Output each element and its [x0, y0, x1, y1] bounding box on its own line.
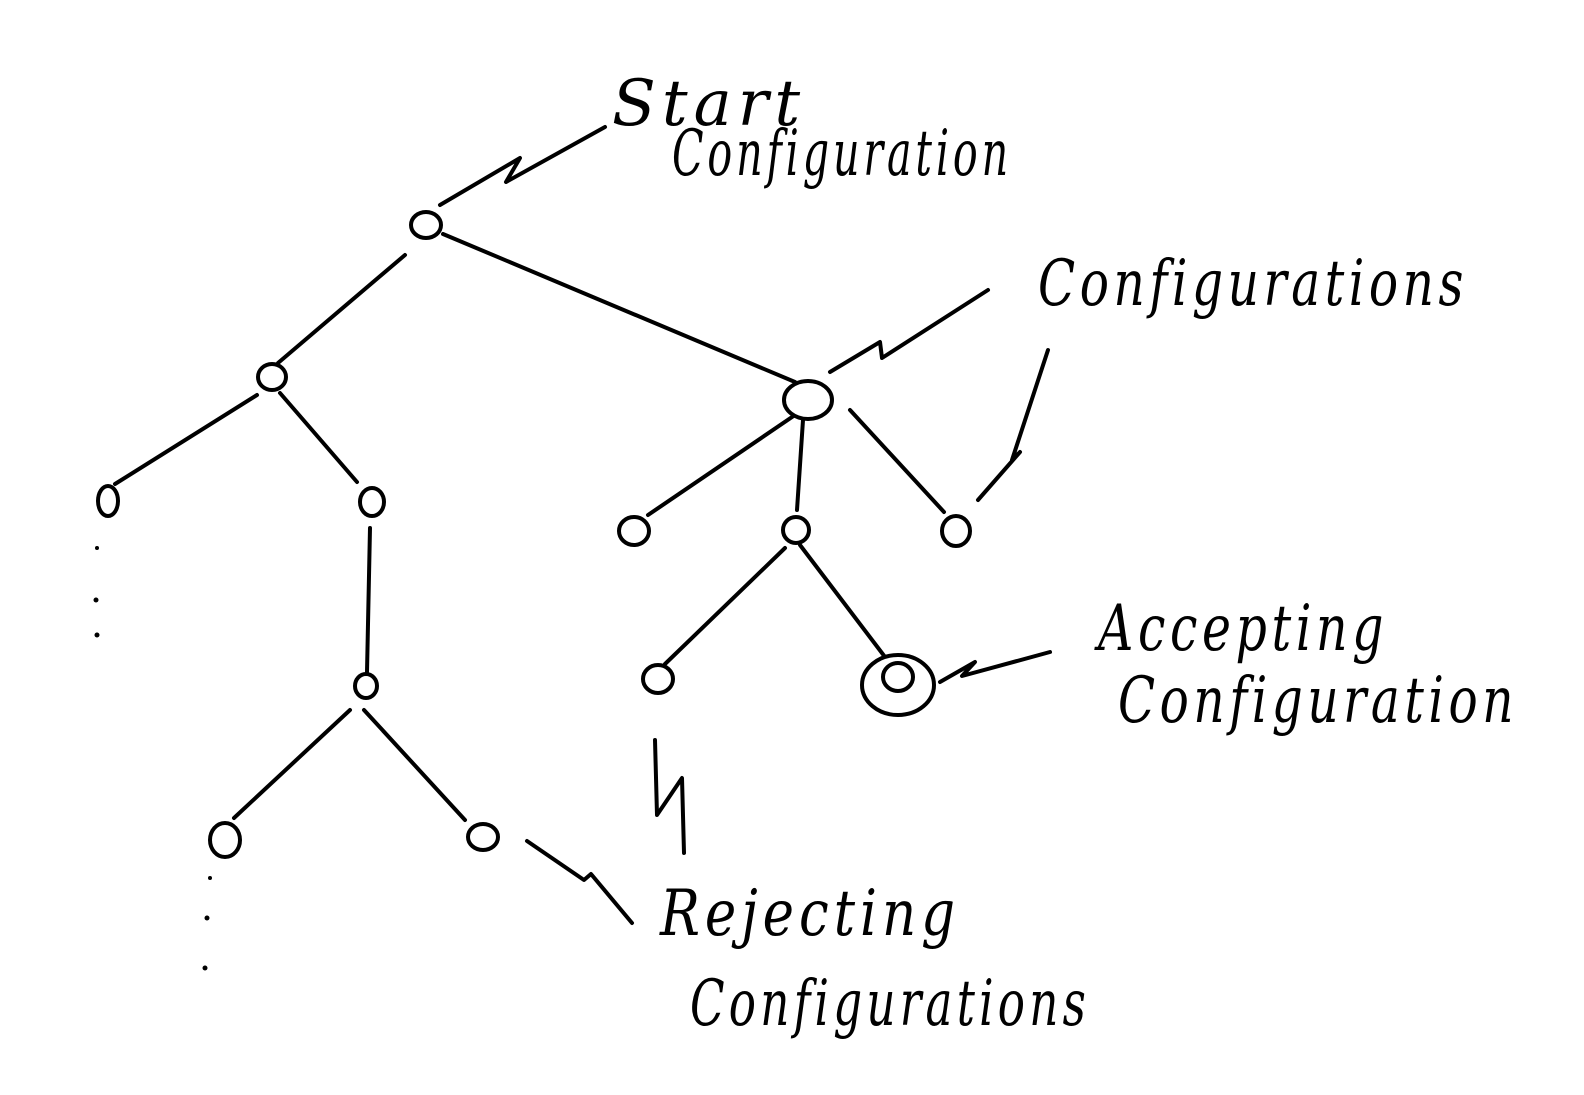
edge-left-rightchild	[278, 391, 359, 484]
configurations-leader-arrow	[828, 288, 990, 374]
edge-right-leftchild	[646, 413, 797, 517]
config-node	[617, 515, 651, 547]
continuation-dots	[93, 546, 212, 971]
config-node	[353, 672, 379, 700]
ellipsis-dot	[204, 915, 210, 921]
ellipsis-dot	[94, 632, 100, 638]
config-node	[940, 514, 972, 548]
labels: Start Configuration Configurations Accep…	[612, 67, 1518, 1041]
edge-root-right	[441, 232, 797, 384]
edge-sub-left	[663, 546, 787, 666]
leader-lines	[438, 125, 1052, 925]
ellipsis-dot	[95, 546, 99, 550]
config-node	[358, 486, 386, 518]
tree-edges	[113, 232, 946, 822]
accepting-node-inner	[881, 661, 915, 693]
rejecting-leader-arrow	[525, 839, 634, 925]
accepting-label-line1: Accepting	[1094, 592, 1388, 666]
configurations-leader-arrow-2	[976, 348, 1050, 502]
lightning-mark	[653, 738, 686, 855]
edge-left-leftchild	[113, 393, 259, 486]
config-node	[208, 821, 242, 859]
rejecting-node	[466, 822, 500, 852]
start-label-line1: Start	[612, 67, 806, 141]
edge-sub-right	[798, 543, 887, 659]
config-node	[96, 484, 120, 518]
edge-right-rightchild	[848, 408, 946, 514]
rejecting-label-line1: Rejecting	[659, 877, 960, 951]
ellipsis-dot	[93, 597, 99, 603]
config-node	[256, 362, 288, 392]
start-leader-arrow	[438, 125, 607, 207]
rejecting-label-line2: Configurations	[690, 967, 1090, 1041]
start-node	[409, 210, 443, 240]
config-node	[782, 379, 834, 421]
ellipsis-dot	[202, 965, 208, 971]
accepting-label-line2: Configuration	[1118, 664, 1518, 738]
accepting-leader-arrow	[938, 650, 1052, 684]
configurations-label: Configurations	[1038, 247, 1468, 321]
ellipsis-dot	[208, 876, 212, 880]
start-label-line2: Configuration	[672, 117, 1012, 191]
edge-right-midchild	[795, 418, 805, 512]
edge-lower-left	[232, 708, 352, 820]
edge-mid-down	[365, 526, 372, 674]
edge-root-left	[276, 253, 407, 365]
tree-nodes	[96, 210, 972, 859]
config-node	[641, 663, 675, 695]
config-node	[781, 515, 811, 545]
edge-lower-right	[362, 708, 467, 822]
